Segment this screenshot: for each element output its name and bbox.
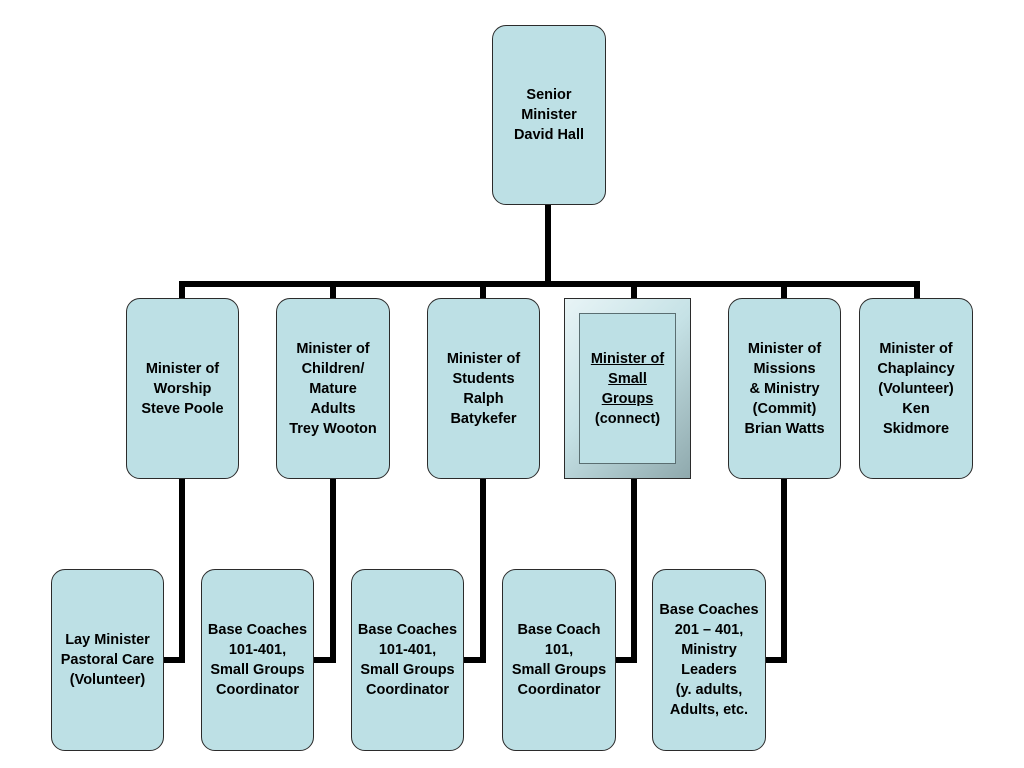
minister-small-groups-title: Minister of Small Groups [590,350,665,407]
minister-chaplaincy-box: Minister of Chaplaincy (Volunteer) Ken S… [859,298,973,479]
children-coaches-box: Base Coaches 101-401, Small Groups Coord… [201,569,314,751]
minister-missions-box: Minister of Missions & Ministry (Commit)… [728,298,841,479]
minister-small-groups-box: Minister of Small Groups (connect) [564,298,691,479]
minister-children-box: Minister of Children/ Mature Adults Trey… [276,298,390,479]
students-coaches-box: Base Coaches 101-401, Small Groups Coord… [351,569,464,751]
small-groups-coach-box: Base Coach 101, Small Groups Coordinator [502,569,616,751]
minister-worship-box: Minister of Worship Steve Poole [126,298,239,479]
minister-students-box: Minister of Students Ralph Batykefer [427,298,540,479]
missions-coaches-box: Base Coaches 201 – 401, Ministry Leaders… [652,569,766,751]
lay-minister-box: Lay Minister Pastoral Care (Volunteer) [51,569,164,751]
minister-small-groups-subtitle: (connect) [594,410,661,427]
senior-minister-box: Senior Minister David Hall [492,25,606,205]
